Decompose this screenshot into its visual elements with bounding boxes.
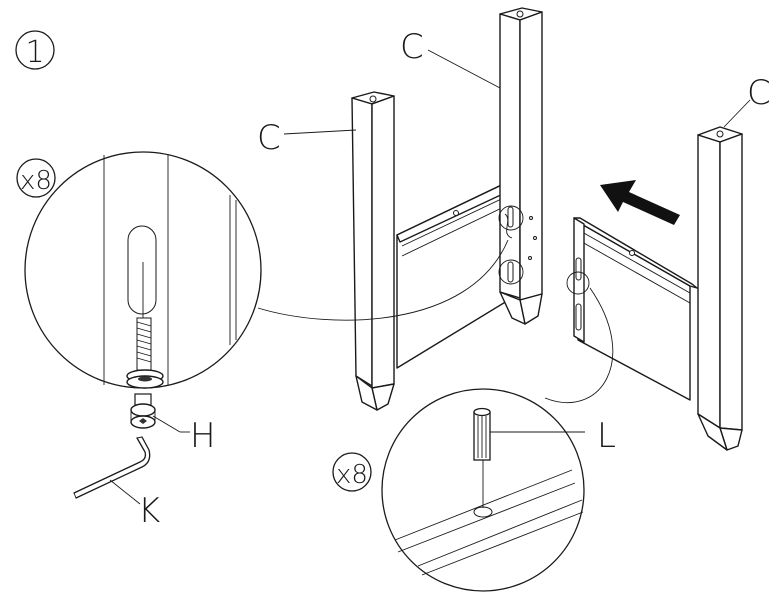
quantity-badge-dowels: x8: [332, 452, 372, 492]
quantity-badge-bolts: x8: [16, 158, 56, 198]
bolt-detail-callout: [24, 151, 509, 389]
bolt-thread: [136, 317, 152, 371]
label-k: K: [138, 491, 160, 531]
left-leg-assembly: [351, 7, 543, 411]
quantity-bolts: x8: [20, 166, 52, 196]
dowel-detail-callout: [381, 287, 614, 592]
label-c-left: C: [257, 118, 281, 158]
bolt-h: [130, 393, 190, 433]
label-c-middle: C: [400, 27, 424, 67]
quantity-dowels: x8: [336, 460, 368, 490]
step-number: 1: [25, 35, 44, 70]
assembly-arrow-icon: [600, 180, 680, 225]
right-leg-assembly: [566, 126, 743, 451]
label-h: H: [190, 416, 216, 456]
step-badge: 1: [15, 30, 55, 70]
label-c-right: C: [747, 73, 771, 113]
label-l: L: [597, 416, 616, 456]
allen-key-k: [73, 436, 151, 505]
